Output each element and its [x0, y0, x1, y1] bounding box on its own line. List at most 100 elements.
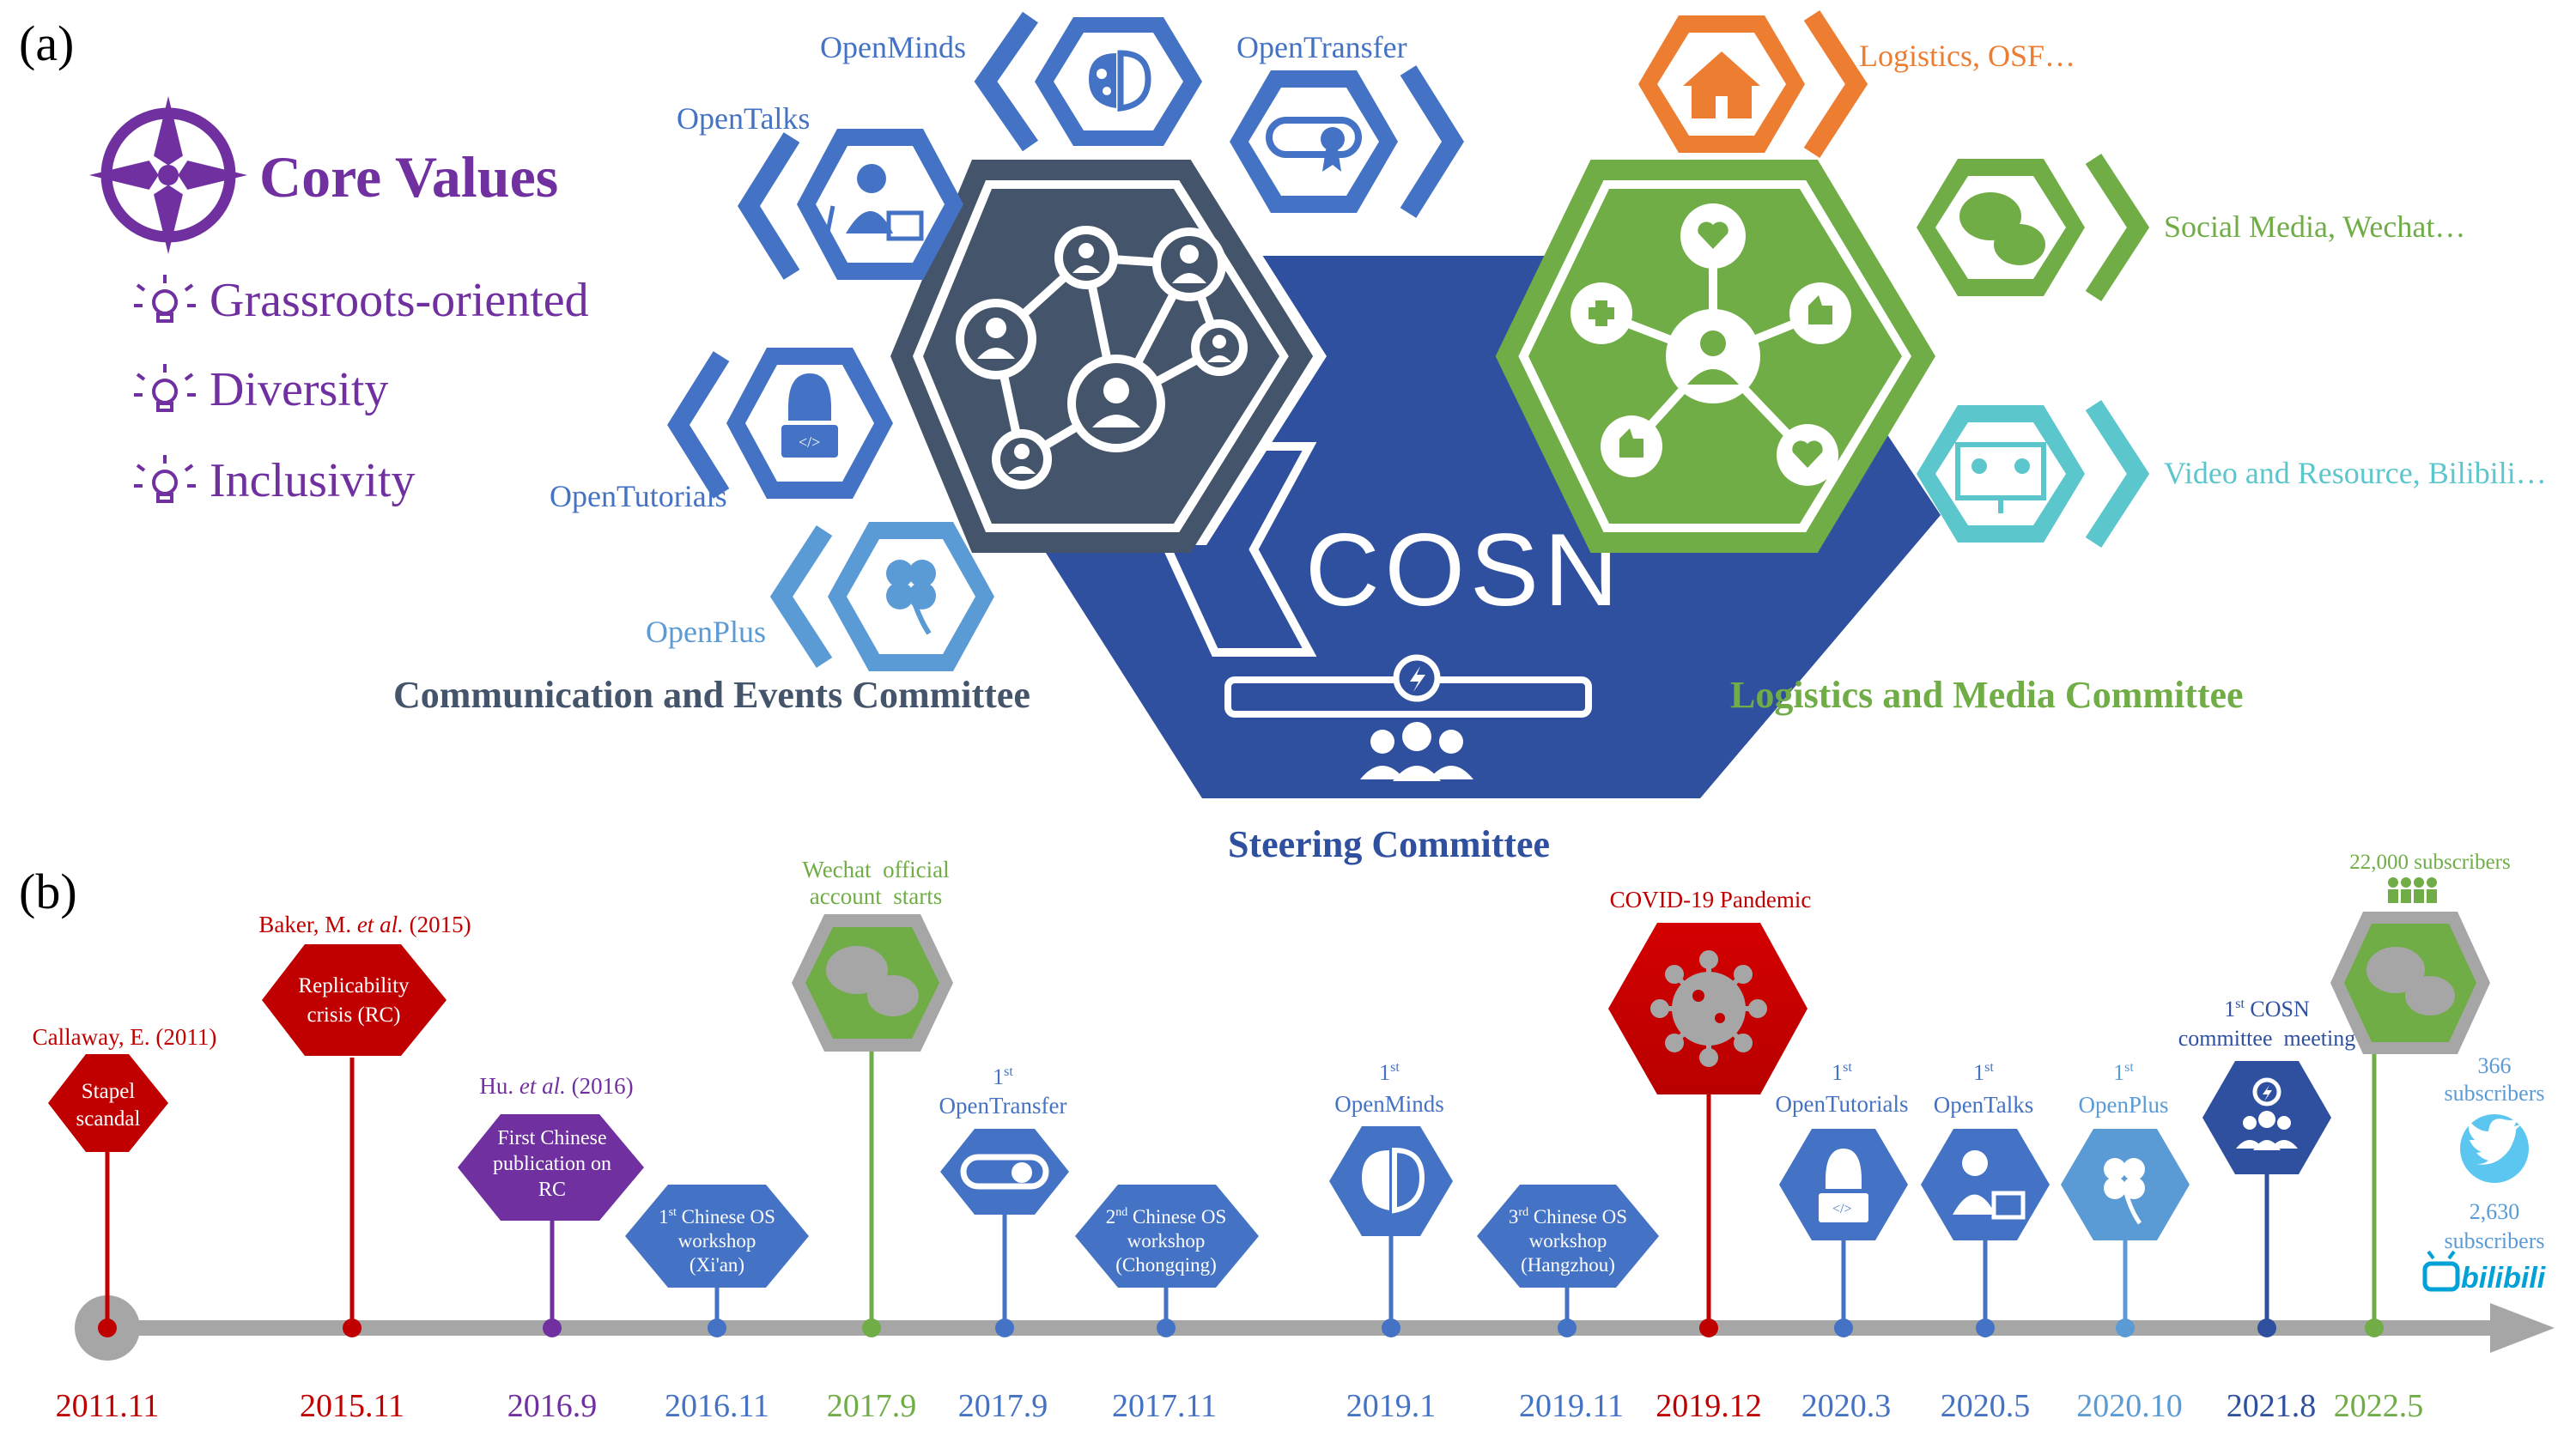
- rc-line-1: Replicability: [298, 974, 410, 997]
- rc-ref: Baker, M. et al. (2015): [258, 912, 471, 937]
- hu-line-3: RC: [538, 1179, 566, 1201]
- date-2022-5: 2022.5: [2334, 1388, 2424, 1424]
- bilibili-count: 2,630: [2470, 1199, 2520, 1224]
- clover-icon: [2104, 1158, 2145, 1225]
- openplus-badge: [769, 522, 994, 671]
- event-opentransfer: [940, 1129, 1069, 1215]
- ws2-line-1: 2nd Chinese OS: [1106, 1206, 1227, 1228]
- network-people-icon: [977, 243, 1231, 474]
- opentalks-badge: [738, 129, 963, 280]
- date-2019-12: 2019.12: [1656, 1388, 1762, 1424]
- date-2019-11: 2019.11: [1519, 1388, 1624, 1424]
- ominds-name: OpenMinds: [1334, 1091, 1444, 1117]
- logistics-committee-label: Logistics and Media Committee: [1730, 674, 2244, 716]
- otalks-name: OpenTalks: [1934, 1092, 2034, 1118]
- event-subscribers-wechat: [2330, 877, 2490, 1054]
- ws3-line-3: (Hangzhou): [1521, 1254, 1615, 1276]
- video-resource-label: Video and Resource, Bilibili…: [2164, 456, 2547, 490]
- team-icon: [1360, 722, 1473, 781]
- wechat-icon: [826, 946, 919, 1016]
- bulb-icon: [134, 275, 196, 323]
- wechat-subscribers: 22,000 subscribers: [2349, 851, 2510, 874]
- hu-ref: Hu. et al. (2016): [479, 1073, 633, 1099]
- svg-text:</>: </>: [799, 433, 820, 451]
- panel-b-label: (b): [19, 864, 77, 919]
- stapel-line-2: scandal: [76, 1107, 141, 1131]
- core-value-2: Diversity: [210, 363, 388, 416]
- people-crowd-icon: [2388, 877, 2437, 903]
- bulb-icon: [134, 455, 196, 503]
- core-values-title: Core Values: [259, 144, 558, 209]
- bulb-icon: [134, 364, 196, 412]
- event-covid-pandemic: [1608, 923, 1807, 1094]
- event-openminds: [1329, 1126, 1453, 1236]
- opentutorials-badge: </>: [667, 348, 893, 499]
- communication-committee-label: Communication and Events Committee: [393, 674, 1030, 716]
- stapel-line-1: Stapel: [82, 1080, 136, 1103]
- twitter-label: subscribers: [2445, 1081, 2545, 1106]
- ominds-num: 1st: [1379, 1060, 1400, 1085]
- wechat-icon: [2366, 947, 2455, 1016]
- date-2017-11: 2017.11: [1112, 1388, 1217, 1424]
- wechat-line-2: account starts: [810, 883, 942, 909]
- meeting-line-2: committee meeting: [2178, 1026, 2356, 1051]
- lightbulb-idea-icon: [1393, 654, 1441, 702]
- twitter-icon: [2460, 1114, 2529, 1183]
- social-media-label: Social Media, Wechat…: [2164, 209, 2465, 244]
- covid-title: COVID-19 Pandemic: [1610, 887, 1812, 912]
- openminds-badge: [974, 11, 1202, 152]
- date-2016-9: 2016.9: [507, 1388, 598, 1424]
- otransfer-name: OpenTransfer: [939, 1093, 1067, 1119]
- meeting-line-1: 1st COSN: [2224, 997, 2310, 1022]
- steering-committee-label: Steering Committee: [1228, 823, 1550, 865]
- logistics-channel-label: Logistics, OSF…: [1859, 39, 2075, 73]
- timeline-axis: [75, 1295, 2555, 1361]
- date-2017-9-wechat: 2017.9: [827, 1388, 917, 1424]
- panel-a-label: (a): [19, 15, 74, 71]
- clover-icon: [886, 560, 936, 635]
- ws1-line-1: 1st Chinese OS: [659, 1206, 775, 1228]
- svg-text:</>: </>: [1832, 1202, 1852, 1216]
- opentransfer-badge: [1230, 65, 1464, 218]
- hu-line-1: First Chinese: [497, 1127, 606, 1149]
- video-resource-badge: [1917, 400, 2150, 548]
- stapel-ref: Callaway, E. (2011): [33, 1024, 217, 1050]
- otalks-num: 1st: [1973, 1060, 1994, 1085]
- hu-line-2: publication on: [493, 1153, 611, 1175]
- date-2020-10: 2020.10: [2076, 1388, 2183, 1424]
- ws2-line-3: (Chongqing): [1115, 1254, 1217, 1276]
- event-workshop-chongqing: 2nd Chinese OS workshop (Chongqing): [1075, 1185, 1259, 1288]
- event-workshop-hangzhou: 3rd Chinese OS workshop (Hangzhou): [1477, 1185, 1659, 1288]
- bilibili-wordmark: bilibili: [2461, 1262, 2547, 1294]
- bilibili-label: subscribers: [2445, 1228, 2545, 1253]
- event-opentalks: [1921, 1129, 2050, 1240]
- wechat-icon: [1959, 192, 2045, 265]
- openminds-label: OpenMinds: [820, 30, 966, 64]
- event-workshop-xian: 1st Chinese OS workshop (Xi'an): [625, 1185, 809, 1288]
- event-openplus: [2061, 1129, 2190, 1240]
- event-wechat-account: [792, 914, 953, 1052]
- ws3-line-1: 3rd Chinese OS: [1509, 1206, 1627, 1228]
- opentutorials-label: OpenTutorials: [550, 479, 727, 513]
- core-value-1: Grassroots-oriented: [210, 274, 589, 327]
- otransfer-num: 1st: [993, 1064, 1013, 1089]
- opentalks-label: OpenTalks: [677, 101, 810, 136]
- communication-hexagon: [890, 160, 1327, 553]
- otut-num: 1st: [1832, 1060, 1852, 1085]
- openplus-label: OpenPlus: [646, 615, 766, 649]
- oplus-num: 1st: [2113, 1060, 2134, 1085]
- event-committee-meeting: [2202, 1061, 2331, 1174]
- date-2011-11: 2011.11: [56, 1388, 160, 1424]
- event-replicability-crisis: Replicability crisis (RC): [262, 944, 447, 1056]
- date-2020-5: 2020.5: [1941, 1388, 2031, 1424]
- team-icon: [2236, 1111, 2298, 1150]
- bilibili-icon: bilibili: [2422, 1250, 2547, 1294]
- core-value-3: Inclusivity: [210, 454, 416, 507]
- logistics-hexagon: [1495, 160, 1935, 553]
- event-first-chinese-publication: First Chinese publication on RC: [458, 1114, 644, 1221]
- date-2021-8: 2021.8: [2227, 1388, 2317, 1424]
- date-2017-9: 2017.9: [958, 1388, 1048, 1424]
- ws3-line-2: workshop: [1529, 1230, 1607, 1252]
- event-opentutorials: </>: [1779, 1129, 1908, 1240]
